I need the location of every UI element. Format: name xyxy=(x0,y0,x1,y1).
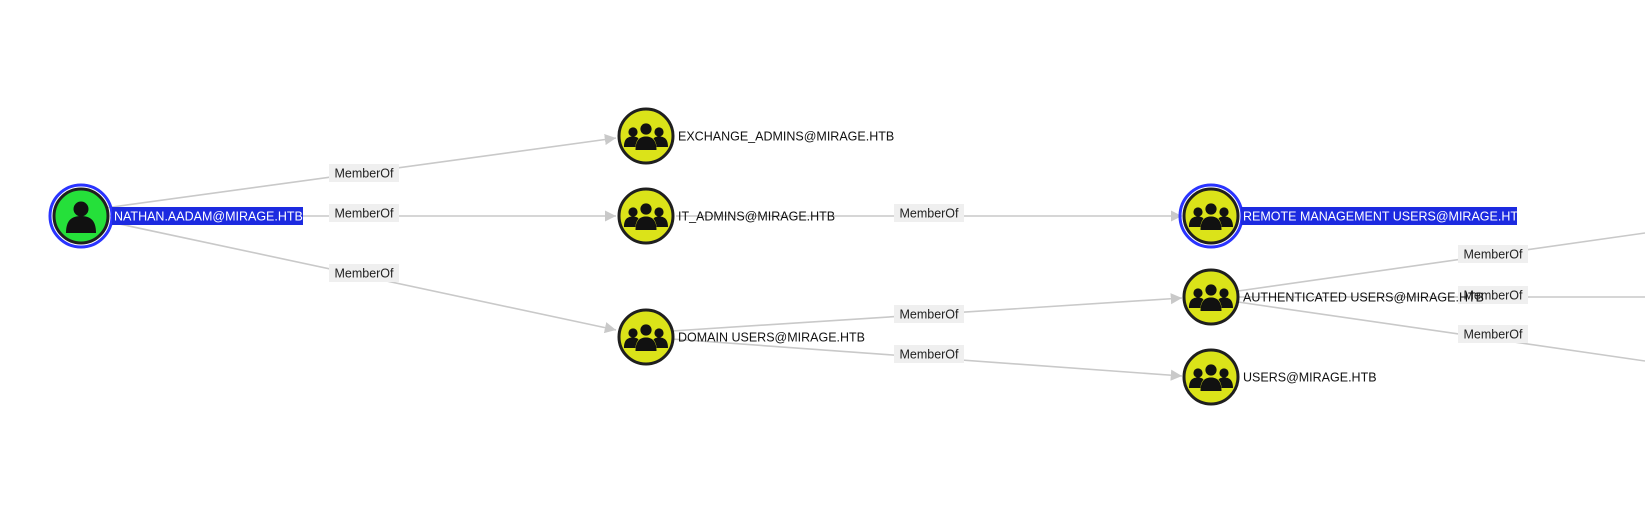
edge-label-text: MemberOf xyxy=(899,308,959,322)
node-remote-management-users[interactable]: REMOTE MANAGEMENT USERS@MIRAGE.HTB xyxy=(1178,183,1526,249)
node-label: NATHAN.AADAM@MIRAGE.HTB xyxy=(114,210,303,224)
edge-label: MemberOf xyxy=(329,204,399,222)
edge-label: MemberOf xyxy=(894,204,964,222)
node-label: REMOTE MANAGEMENT USERS@MIRAGE.HTB xyxy=(1243,210,1526,224)
node-nathan-aadam[interactable]: NATHAN.AADAM@MIRAGE.HTB xyxy=(48,183,303,249)
node-label: IT_ADMINS@MIRAGE.HTB xyxy=(678,210,835,224)
edge-label: MemberOf xyxy=(894,305,964,323)
edge-label: MemberOf xyxy=(329,264,399,282)
edge-label: MemberOf xyxy=(329,164,399,182)
edge-label-text: MemberOf xyxy=(899,348,959,362)
node-label: USERS@MIRAGE.HTB xyxy=(1243,371,1377,385)
edge-label-text: MemberOf xyxy=(899,207,959,221)
edge-label: MemberOf xyxy=(1458,325,1528,343)
node-authenticated-users[interactable]: AUTHENTICATED USERS@MIRAGE.HTB xyxy=(1182,268,1484,326)
node-it-admins[interactable]: IT_ADMINS@MIRAGE.HTB xyxy=(617,187,835,245)
edge-label-text: MemberOf xyxy=(1463,328,1523,342)
edge-label-text: MemberOf xyxy=(334,267,394,281)
node-label: EXCHANGE_ADMINS@MIRAGE.HTB xyxy=(678,130,894,144)
edge-label-text: MemberOf xyxy=(334,207,394,221)
edge-label-text: MemberOf xyxy=(334,167,394,181)
edge-label: MemberOf xyxy=(1458,245,1528,263)
edge-label-text: MemberOf xyxy=(1463,248,1523,262)
node-exchange-admins[interactable]: EXCHANGE_ADMINS@MIRAGE.HTB xyxy=(617,107,894,165)
edge-label: MemberOf xyxy=(894,345,964,363)
edge-auth-users-offscreen-c[interactable] xyxy=(1237,301,1645,362)
edge-label: MemberOf xyxy=(1458,286,1528,304)
node-label: AUTHENTICATED USERS@MIRAGE.HTB xyxy=(1243,291,1484,305)
edge-auth-users-offscreen-a[interactable] xyxy=(1237,232,1645,292)
node-users[interactable]: USERS@MIRAGE.HTB xyxy=(1182,348,1377,406)
edge-label-text: MemberOf xyxy=(1463,289,1523,303)
node-domain-users[interactable]: DOMAIN USERS@MIRAGE.HTB xyxy=(617,308,865,366)
node-label: DOMAIN USERS@MIRAGE.HTB xyxy=(678,331,865,345)
